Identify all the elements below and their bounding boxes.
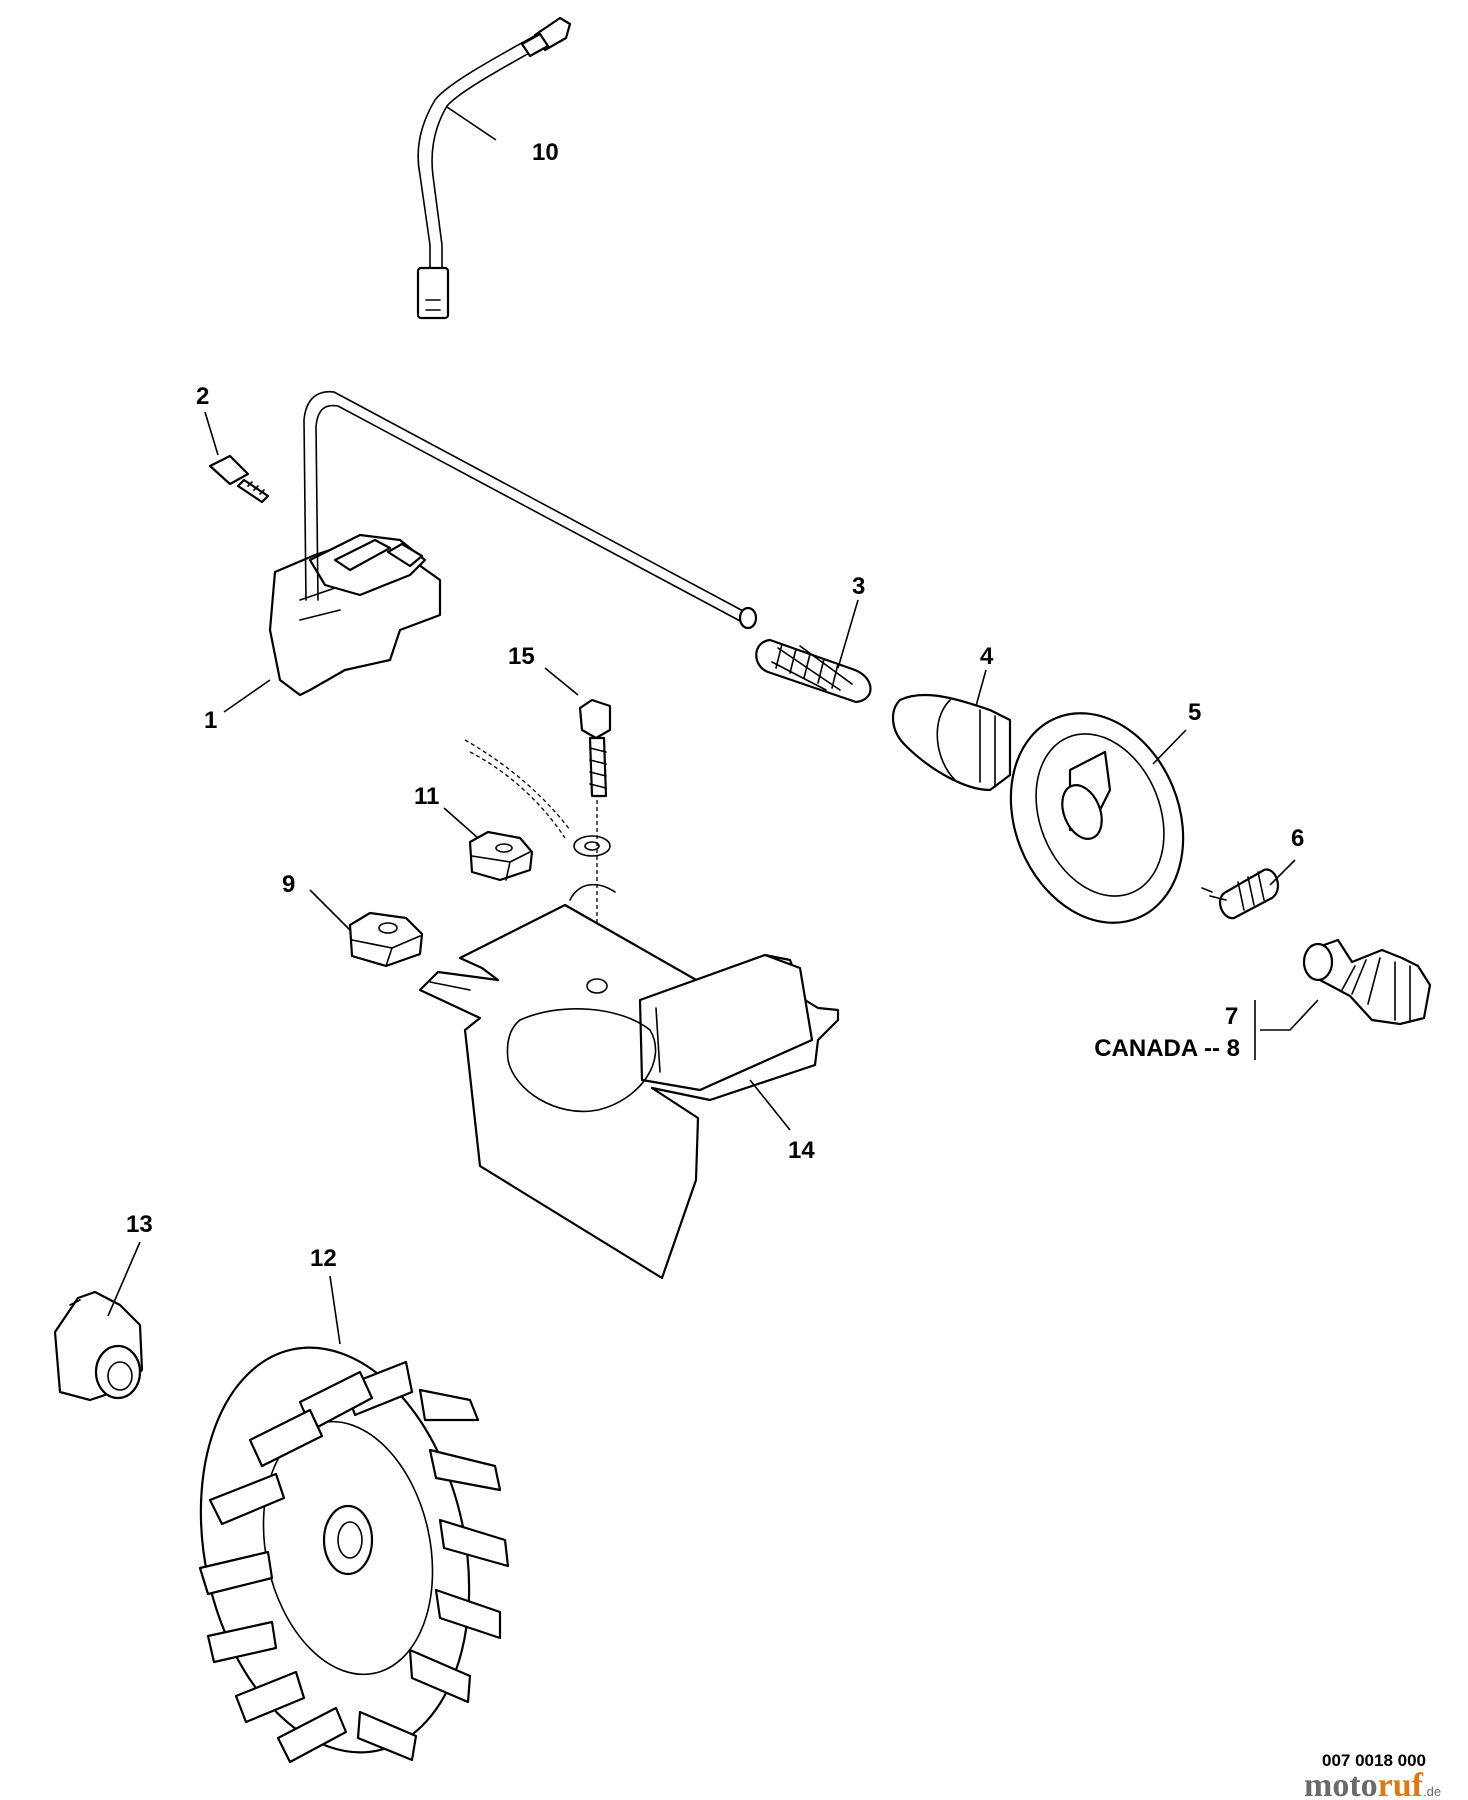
- figure-code: 007 0018 000: [1322, 1751, 1426, 1770]
- part-13-nut: [53, 1290, 144, 1402]
- part-9-cushion: [348, 911, 424, 968]
- callout-4: 4: [980, 643, 994, 670]
- part-6-small-spring: [1201, 868, 1280, 920]
- part-14-insulator-plate: [418, 883, 840, 1280]
- callout-8: CANADA -- 8: [1094, 1035, 1240, 1062]
- part-3-spring: [755, 638, 872, 704]
- callout-3: 3: [852, 573, 865, 600]
- callout-6: 6: [1291, 825, 1304, 852]
- part-2-screw: [208, 454, 270, 504]
- part-11-cushion: [468, 830, 534, 882]
- callout-9: 9: [282, 871, 295, 898]
- callout-15: 15: [508, 643, 535, 670]
- callout-1: 1: [204, 707, 217, 734]
- ground-wire: [464, 739, 611, 857]
- callout-10: 10: [532, 139, 559, 166]
- part-10-lead-wire: [416, 16, 572, 320]
- part-7-spark-plug: [1302, 938, 1432, 1026]
- callout-12: 12: [310, 1245, 337, 1272]
- callout-14: 14: [788, 1137, 815, 1164]
- callout-labels: 10 2 1 3 15 4 5 11 6 9 7 CANADA -- 8 14 …: [126, 139, 1304, 1272]
- callout-2: 2: [196, 383, 209, 410]
- watermark: motoruf.de: [1304, 1767, 1441, 1800]
- part-5-grommet: [1009, 712, 1185, 924]
- part-12-flywheel: [198, 1346, 510, 1764]
- callout-11: 11: [414, 783, 439, 810]
- callout-7: 7: [1225, 1003, 1238, 1030]
- watermark-part2: ruf: [1378, 1767, 1424, 1800]
- watermark-suffix: .de: [1423, 1784, 1441, 1799]
- callout-5: 5: [1188, 699, 1201, 726]
- callout-13: 13: [126, 1211, 153, 1238]
- leader-lines: [107, 106, 1319, 1345]
- part-1-ignition-coil: [268, 390, 758, 697]
- svg-text:motoruf.de: motoruf.de: [1304, 1767, 1441, 1800]
- watermark-part1: moto: [1304, 1767, 1378, 1800]
- part-4-plug-boot: [892, 693, 1012, 792]
